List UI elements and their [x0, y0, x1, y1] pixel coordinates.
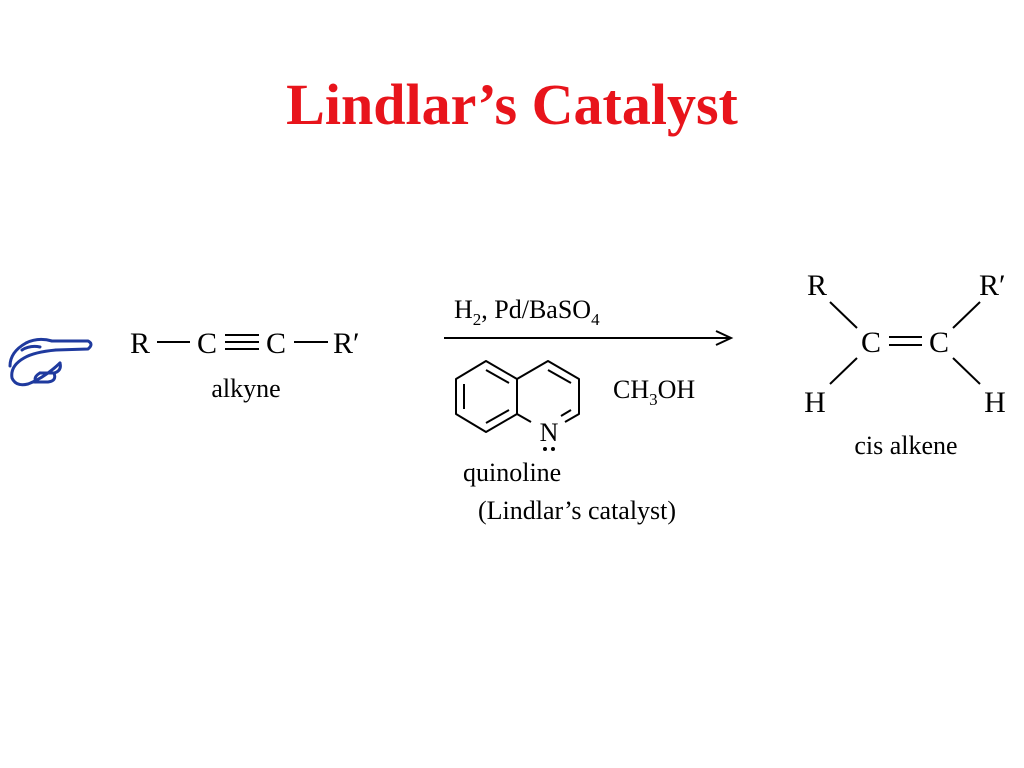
- product-c2: C: [929, 326, 949, 359]
- slide-title: Lindlar’s Catalyst: [286, 72, 738, 137]
- double-bond: [889, 336, 922, 346]
- single-bond: [829, 357, 858, 385]
- reactant-r-left: R: [130, 327, 150, 360]
- reactant-name: alkyne: [211, 374, 280, 403]
- quinoline-structure: [455, 360, 580, 433]
- additive-name: quinoline: [463, 458, 561, 487]
- reactant-r-right: R′: [333, 327, 360, 360]
- catalyst-note: (Lindlar’s catalyst): [478, 496, 676, 525]
- reactant-alkyne: R C C R′ alkyne: [130, 327, 360, 403]
- product-top-left: R: [807, 269, 827, 302]
- single-bond: [952, 357, 981, 385]
- single-bond: [829, 301, 858, 329]
- product-c1: C: [861, 326, 881, 359]
- reaction-arrow: [444, 330, 734, 346]
- pointing-hand-icon: [8, 337, 93, 387]
- quinoline-nitrogen: N: [540, 418, 559, 447]
- product-top-right: R′: [979, 269, 1006, 302]
- product-bottom-left: H: [804, 386, 826, 419]
- lone-pair-dots: [543, 447, 555, 451]
- product-name: cis alkene: [854, 431, 957, 460]
- product-bottom-right: H: [984, 386, 1006, 419]
- product-cis-alkene: R R′ C C H H cis alkene: [804, 269, 1006, 460]
- single-bond: [952, 301, 981, 329]
- triple-bond: [225, 334, 259, 350]
- solvent-label: CH3OH: [613, 375, 695, 409]
- reagent-label: H2, Pd/BaSO4: [454, 295, 600, 329]
- reactant-c2: C: [266, 327, 286, 360]
- reactant-c1: C: [197, 327, 217, 360]
